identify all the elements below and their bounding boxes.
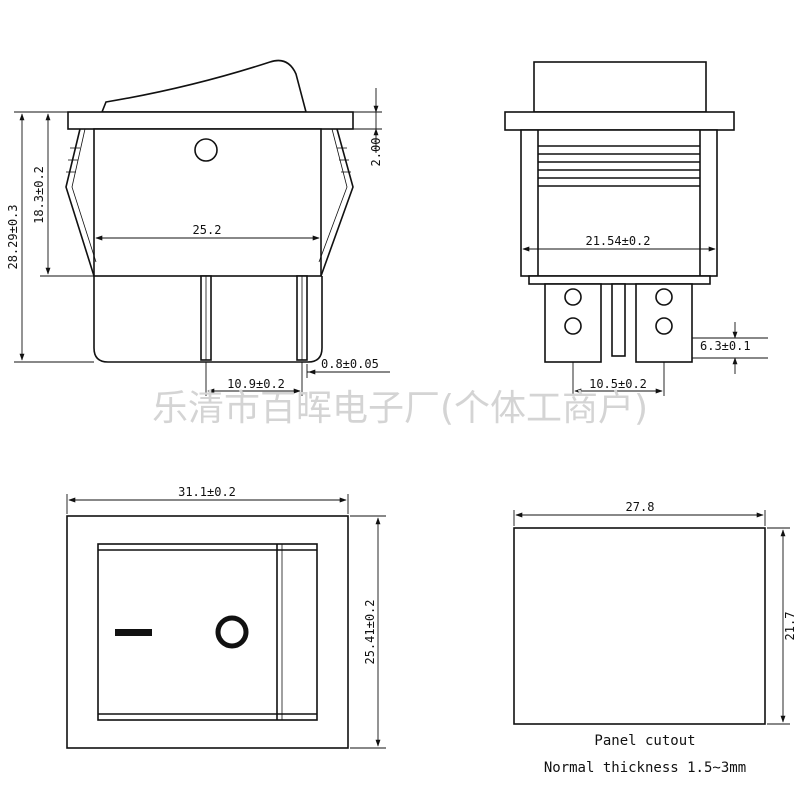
- dim-top-height: 25.41±0.2: [363, 599, 377, 664]
- side-lower-housing: [93, 276, 323, 363]
- terminal-hole: [564, 317, 582, 335]
- panel-cutout-outline: [513, 527, 766, 725]
- front-center-pin: [611, 283, 626, 357]
- dim-body-height: 18.3±0.2: [32, 166, 46, 224]
- terminal-hole: [655, 288, 673, 306]
- panel-cutout-caption: Panel cutout: [594, 733, 695, 749]
- on-symbol-icon: [115, 629, 152, 636]
- watermark: 乐清市百晖电子厂(个体工商户): [152, 388, 648, 429]
- dim-flange-thickness: 2.00: [369, 138, 383, 167]
- front-actuator: [533, 61, 707, 113]
- off-symbol-icon: [215, 615, 249, 649]
- panel-thickness-note: Normal thickness 1.5~3mm: [544, 760, 746, 776]
- side-body-hole: [194, 138, 218, 162]
- terminal-hole: [564, 288, 582, 306]
- dim-terminal-thickness: 0.8±0.05: [321, 357, 379, 371]
- dim-total-height: 28.29±0.3: [6, 204, 20, 269]
- terminal-hole: [655, 317, 673, 335]
- dim-cutout-width: 27.8: [626, 500, 655, 514]
- front-body-ribs: [538, 145, 700, 187]
- front-terminal-right: [635, 283, 693, 363]
- dim-front-body-width: 21.54±0.2: [585, 234, 650, 248]
- rocker-actuator: [100, 59, 308, 113]
- side-view: 28.29±0.3 18.3±0.2 2.00 25.2 0.8±0.05 10…: [6, 59, 390, 396]
- right-latch-clip: [320, 128, 354, 277]
- front-terminal-left: [544, 283, 602, 363]
- dim-terminal-width: 6.3±0.1: [700, 339, 751, 353]
- dim-terminal-pitch-side: 10.9±0.2: [227, 377, 285, 391]
- side-flange: [67, 111, 354, 130]
- panel-cutout-view: 27.8 21.7 Panel cutout Normal thickness …: [513, 500, 797, 776]
- dim-body-width: 25.2: [193, 223, 222, 237]
- dim-terminal-pitch-front: 10.5±0.2: [589, 377, 647, 391]
- top-view: I O 31.1±0.2 25.41±0.2: [66, 485, 386, 749]
- front-flange: [504, 111, 735, 131]
- side-body: [93, 128, 322, 277]
- dim-top-width: 31.1±0.2: [178, 485, 236, 499]
- front-body: [520, 129, 718, 277]
- front-view: 21.54±0.2 6.3±0.1 10.5±0.2: [504, 61, 768, 396]
- dim-cutout-height: 21.7: [783, 612, 797, 641]
